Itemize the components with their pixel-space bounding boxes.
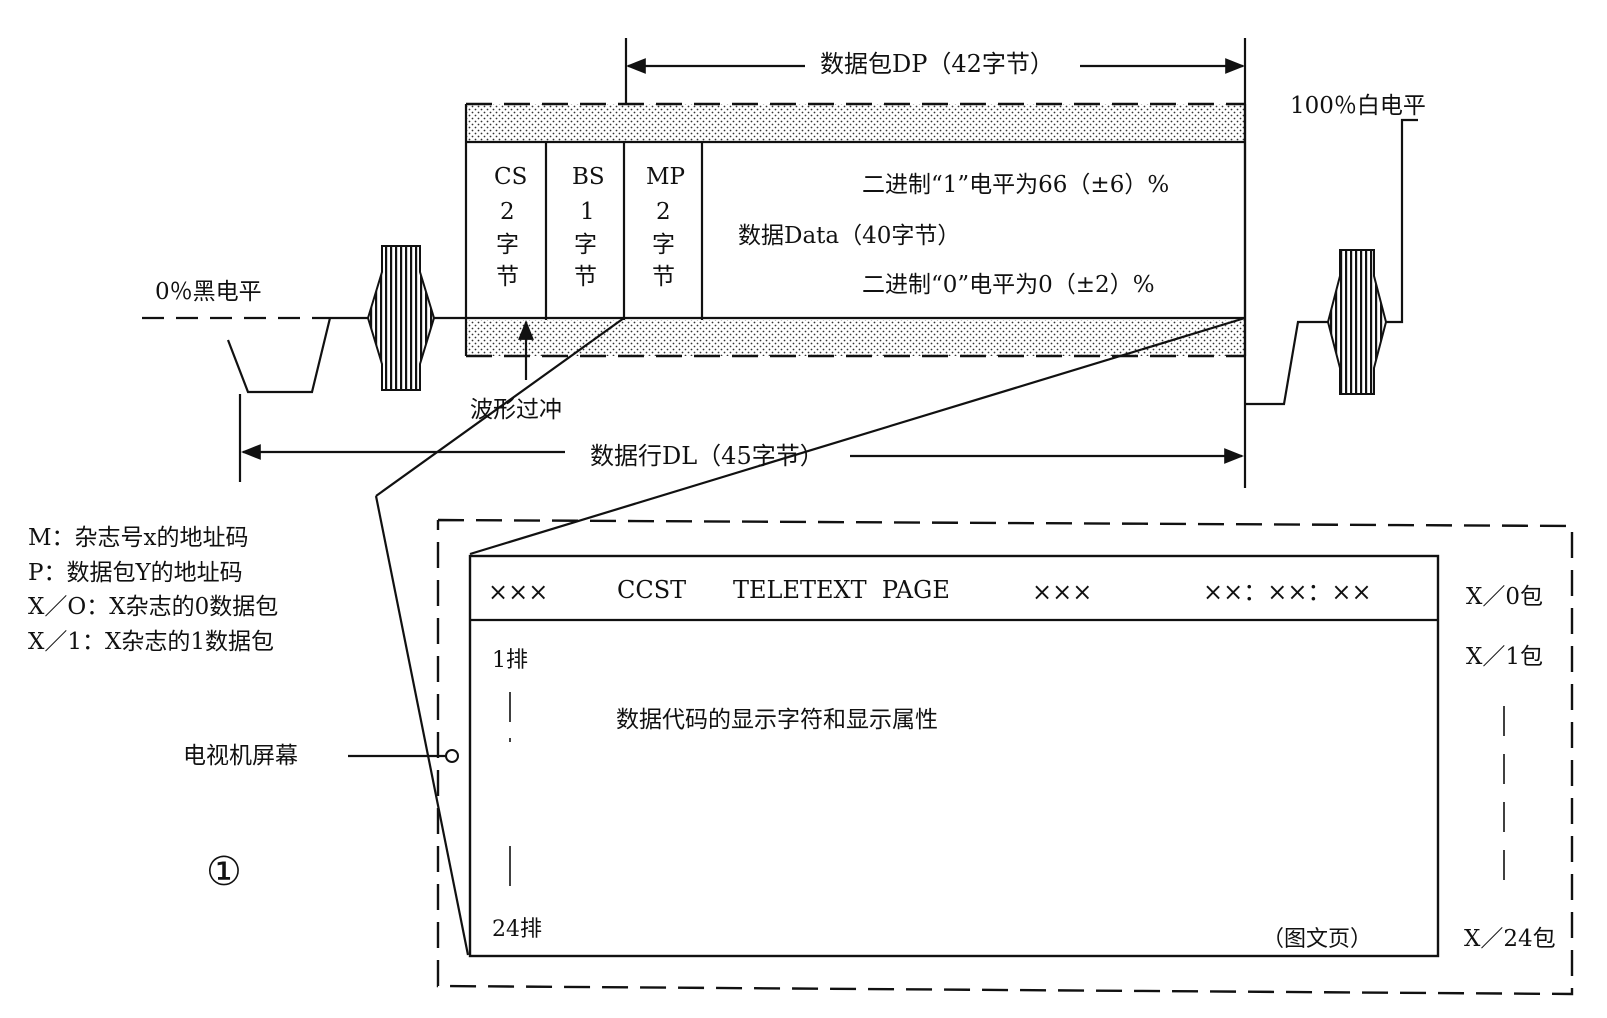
binary-zero-level: 二进制“0”电平为0（±2）% [862,272,1155,298]
field-unit-1: 字 [574,232,597,258]
packet-label: 数据包DP（42字节） [820,50,1054,78]
row-last-label: 24排 [492,917,542,942]
packet-x1-label: X／1包 [1466,644,1543,670]
field-unit-1: 字 [496,232,519,258]
legend-item: P：数据包Y的地址码 [28,560,243,586]
binary-one-level: 二进制“1”电平为66（±6）% [862,172,1169,198]
right-colour-burst [1326,249,1388,395]
legend-item: X／1：X杂志的1数据包 [28,629,274,655]
pointer-circle-icon [445,749,459,763]
row-first-label: 1排 [492,648,528,673]
white-level-label: 100％白电平 [1290,93,1426,119]
field-cs: CS 2 字 节 [494,164,527,290]
field-bs: BS 1 字 节 [572,164,605,290]
tv-screen: ××× CCST TELETEXT PAGE ××× ××：××：×× 1排 数… [436,518,1574,996]
header-time: ××：××：×× [1203,578,1372,606]
sync-pulse [226,317,332,394]
legend-item: M：杂志号x的地址码 [28,525,249,551]
left-colour-burst [366,245,436,391]
field-unit-2: 节 [496,264,519,290]
field-unit-2: 节 [652,264,675,290]
page-type-label: （图文页） [1262,927,1372,952]
field-name: CS [494,164,527,190]
header-marks-left: ××× [488,578,548,606]
packet-x24-label: X／24包 [1464,926,1556,952]
lower-dotted-band [466,320,1245,356]
field-name: BS [572,164,605,190]
figure-number: ① [206,849,242,895]
field-count: 2 [500,199,515,225]
black-level-label: 0％黑电平 [155,279,262,305]
field-mp: MP 2 字 节 [646,164,685,290]
field-boxes [544,142,704,320]
overshoot-label: 波形过冲 [470,397,562,423]
upper-dotted-band [466,104,1245,142]
field-unit-1: 字 [652,232,675,258]
legend-item: X／O：X杂志的0数据包 [28,594,278,620]
header-ccst: CCST [617,576,686,604]
field-name: MP [646,164,685,190]
signal-diagram [142,38,1418,956]
field-count: 2 [656,199,671,225]
header-title: TELETEXT PAGE [733,576,950,604]
legend: M：杂志号x的地址码 P：数据包Y的地址码 X／O：X杂志的0数据包 X／1：X… [28,525,278,655]
header-marks-mid: ××× [1032,578,1092,606]
field-count: 1 [580,199,595,225]
data-payload-label: 数据Data（40字节） [738,223,960,249]
packet-x0-label: X／0包 [1466,584,1543,610]
teletext-page [468,554,1440,958]
tv-screen-label: 电视机屏幕 [183,743,298,769]
page-content-label: 数据代码的显示字符和显示属性 [616,707,938,733]
data-line-label: 数据行DL（45字节） [590,442,824,470]
field-unit-2: 节 [574,264,597,290]
